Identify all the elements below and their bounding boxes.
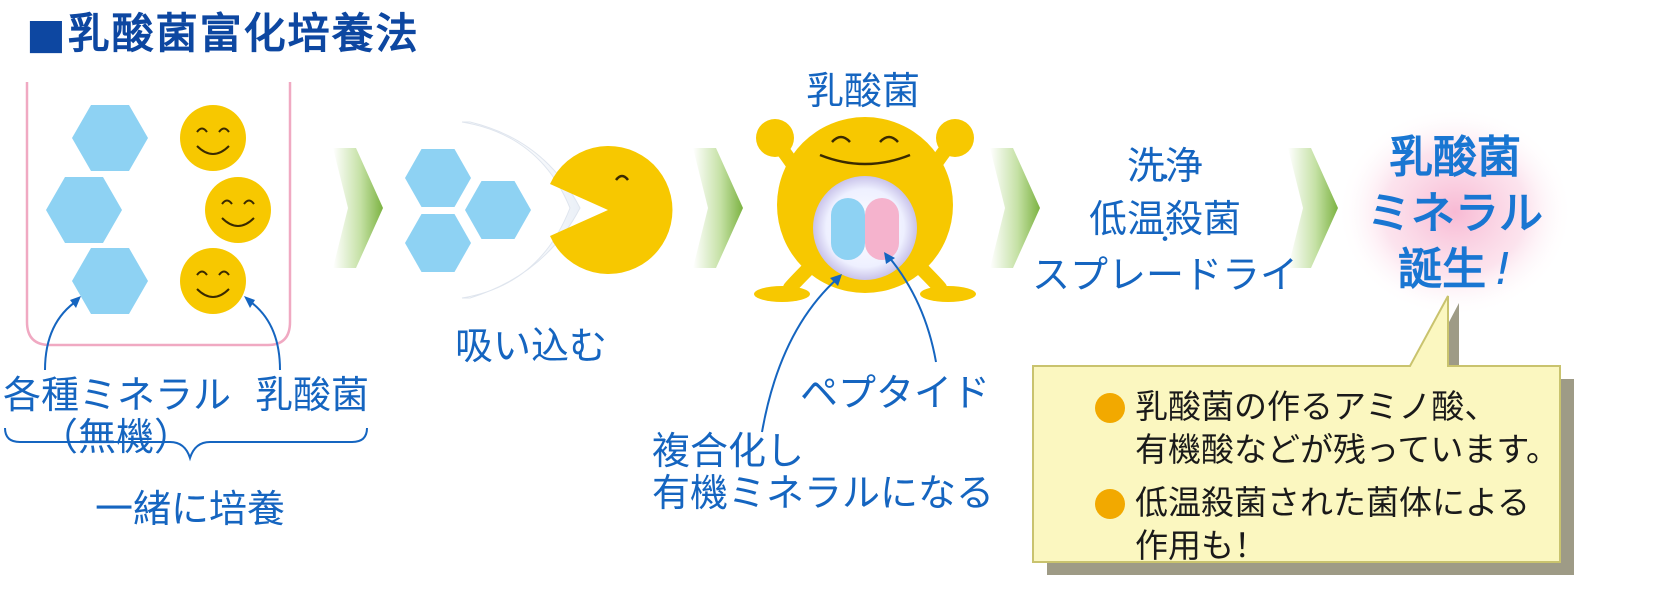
note-line: 低温殺菌された菌体による (1135, 483, 1531, 522)
green-arrow-icon (693, 148, 743, 268)
result-line1: 乳酸菌 (1389, 132, 1521, 183)
hexagon-mineral-icon (405, 149, 471, 207)
bacteria-pointer (247, 299, 281, 371)
bullet-icon (1095, 393, 1125, 423)
green-arrow-icon (333, 148, 383, 268)
hexagon-mineral-icon (465, 181, 531, 239)
result-line2: ミネラル (1367, 188, 1543, 239)
minerals-sub-label: （無機） (40, 415, 193, 459)
green-arrow-icon (990, 148, 1040, 268)
hexagon-mineral-icon (72, 105, 148, 171)
culture-together-label: 一緒に培養 (95, 487, 286, 531)
complex-pointer (761, 277, 839, 433)
note-item: 乳酸菌の作るアミノ酸、 有機酸などが残っています。 (1095, 385, 1655, 471)
process-spray-dry: スプレードライ (1031, 253, 1298, 297)
speech-callout (1032, 295, 1574, 575)
bacteria-label: 乳酸菌 (255, 373, 370, 417)
culture-vessel (25, 82, 292, 347)
hexagon-mineral-icon (405, 214, 471, 272)
note-line: 有機酸などが残っています。 (1135, 430, 1560, 469)
curly-brace (4, 427, 368, 462)
minerals-pointer (44, 299, 79, 371)
result-exclaim: ! (1494, 244, 1512, 295)
process-dot-2: ・ (1153, 228, 1176, 253)
hexagon-mineral-icon (46, 177, 122, 243)
note-line: 乳酸菌の作るアミノ酸、 (1135, 387, 1498, 426)
process-wash: 洗浄 (1126, 144, 1203, 188)
smiley-bacteria-icon (180, 105, 246, 171)
callout-notes: 乳酸菌の作るアミノ酸、 有機酸などが残っています。 低温殺菌された菌体による 作… (1095, 385, 1655, 577)
peptide-label: ペプタイド (800, 371, 991, 415)
peptide-capsule (865, 198, 899, 260)
bacterium-title: 乳酸菌 (806, 69, 921, 113)
complex-label-line1: 複合化し (652, 429, 805, 473)
result-line3: 誕生 (1398, 244, 1487, 295)
smiley-bacteria-icon (205, 177, 271, 243)
minerals-label: 各種ミネラル (3, 373, 232, 417)
note-line: 作用も！ (1135, 526, 1267, 565)
result-glow (1337, 107, 1573, 317)
result-line3-wrap: 誕生! (1360, 242, 1550, 298)
page-title: ■乳酸菌富化培養法 (26, 9, 420, 58)
process-dot-1: ・ (1153, 166, 1176, 191)
happy-bacterium-icon (754, 117, 976, 302)
green-arrow-icon (1288, 148, 1338, 268)
hexagon-mineral-icon (72, 248, 148, 314)
absorb-label: 吸い込む (455, 324, 608, 368)
complex-label-line2: 有機ミネラルになる (652, 471, 995, 515)
peptide-pointer (887, 255, 937, 363)
smiley-bacteria-icon (180, 248, 246, 314)
suction-fan (461, 121, 581, 299)
bullet-icon (1095, 489, 1125, 519)
process-pasteurize: 低温殺菌 (1088, 197, 1241, 241)
pacman-bacteria-icon (550, 146, 673, 274)
result-title: 乳酸菌 ミネラル 誕生! (1360, 130, 1550, 298)
mineral-capsule (831, 198, 865, 260)
note-item: 低温殺菌された菌体による 作用も！ (1095, 481, 1655, 567)
